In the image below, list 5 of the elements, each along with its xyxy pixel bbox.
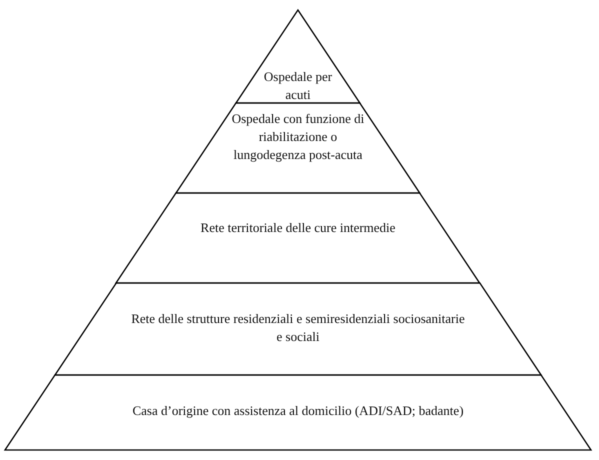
tier-label: Rete territoriale delle cure intermedie <box>200 219 396 237</box>
tier-label: Ospedale con funzione di riabilitazione o lungodegenza post-acuta <box>230 110 366 164</box>
tier-label: Casa d’origine con assistenza al domicilio (ADI/SAD; badante) <box>131 402 465 420</box>
tier-label: Rete delle strutture residenziali e semiresidenziali sociosanitarie e sociali <box>130 310 466 346</box>
tier-label: Ospedale per acuti <box>262 68 334 104</box>
